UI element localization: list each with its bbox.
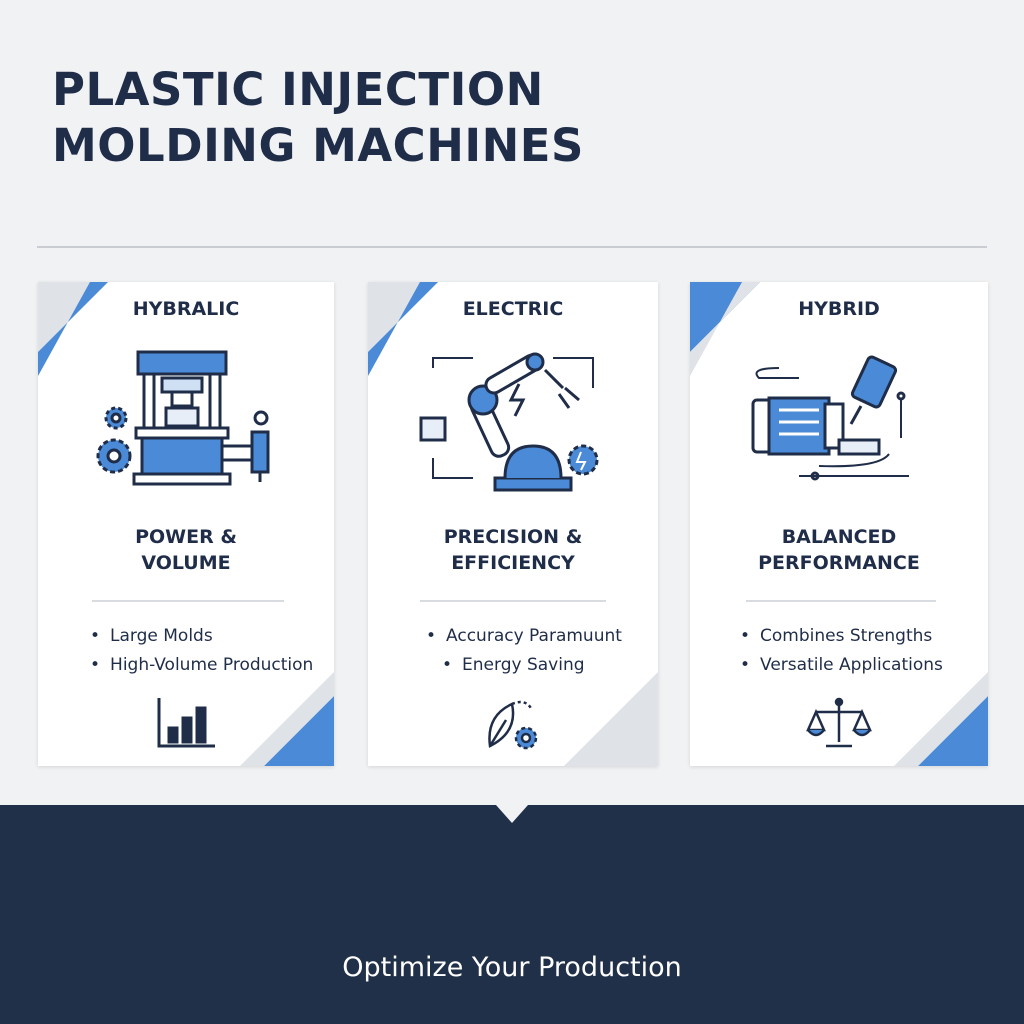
footer-banner (0, 805, 1024, 1024)
robotic-arm-icon (419, 352, 599, 492)
card-corner-decoration (368, 282, 438, 376)
card-hybrid: HYBRID BALANCED PERFORMANCE Combines Str… (690, 282, 988, 766)
card-divider (92, 600, 284, 602)
page-title: PLASTIC INJECTION MOLDING MACHINES (52, 62, 584, 174)
card-title: HYBRID (798, 298, 880, 320)
card-electric: ELECTRIC PRECISION & EFFICIENCY Accuracy… (368, 282, 658, 766)
list-item: Large Molds (90, 622, 313, 651)
card-corner-decoration (690, 282, 760, 376)
card-corner-decoration (564, 672, 658, 766)
title-line-1: PLASTIC INJECTION (52, 63, 544, 116)
card-subtitle: PRECISION & EFFICIENCY (443, 526, 583, 574)
card-bullets: Accuracy Paramuunt Energy Saving (426, 622, 622, 680)
list-item: High-Volume Production (90, 651, 313, 680)
card-subtitle: BALANCED PERFORMANCE (758, 526, 920, 574)
footer-notch (496, 805, 528, 823)
list-item: Accuracy Paramuunt (426, 622, 622, 651)
hydraulic-press-icon (96, 350, 270, 486)
title-line-2: MOLDING MACHINES (52, 119, 584, 172)
card-corner-decoration (894, 672, 988, 766)
card-corner-decoration (240, 672, 334, 766)
bar-chart-icon (157, 698, 215, 748)
card-corner-decoration (38, 282, 108, 376)
card-title: HYBRALIC (132, 298, 240, 320)
card-subtitle: POWER & VOLUME (135, 526, 237, 574)
card-title: ELECTRIC (462, 298, 564, 320)
card-divider (420, 600, 606, 602)
list-item: Energy Saving (426, 651, 622, 680)
leaf-gear-icon (488, 700, 538, 750)
card-bullets: Combines Strengths Versatile Application… (740, 622, 943, 680)
list-item: Combines Strengths (740, 622, 943, 651)
card-hydraulic: HYBRALIC POWER & VOLUME Large Molds High… (38, 282, 334, 766)
motor-injector-icon (751, 355, 909, 481)
header-divider (37, 246, 987, 248)
footer-tagline: Optimize Your Production (342, 952, 682, 983)
card-bullets: Large Molds High-Volume Production (90, 622, 313, 680)
list-item: Versatile Applications (740, 651, 943, 680)
balance-scale-icon (806, 697, 872, 748)
card-divider (746, 600, 936, 602)
